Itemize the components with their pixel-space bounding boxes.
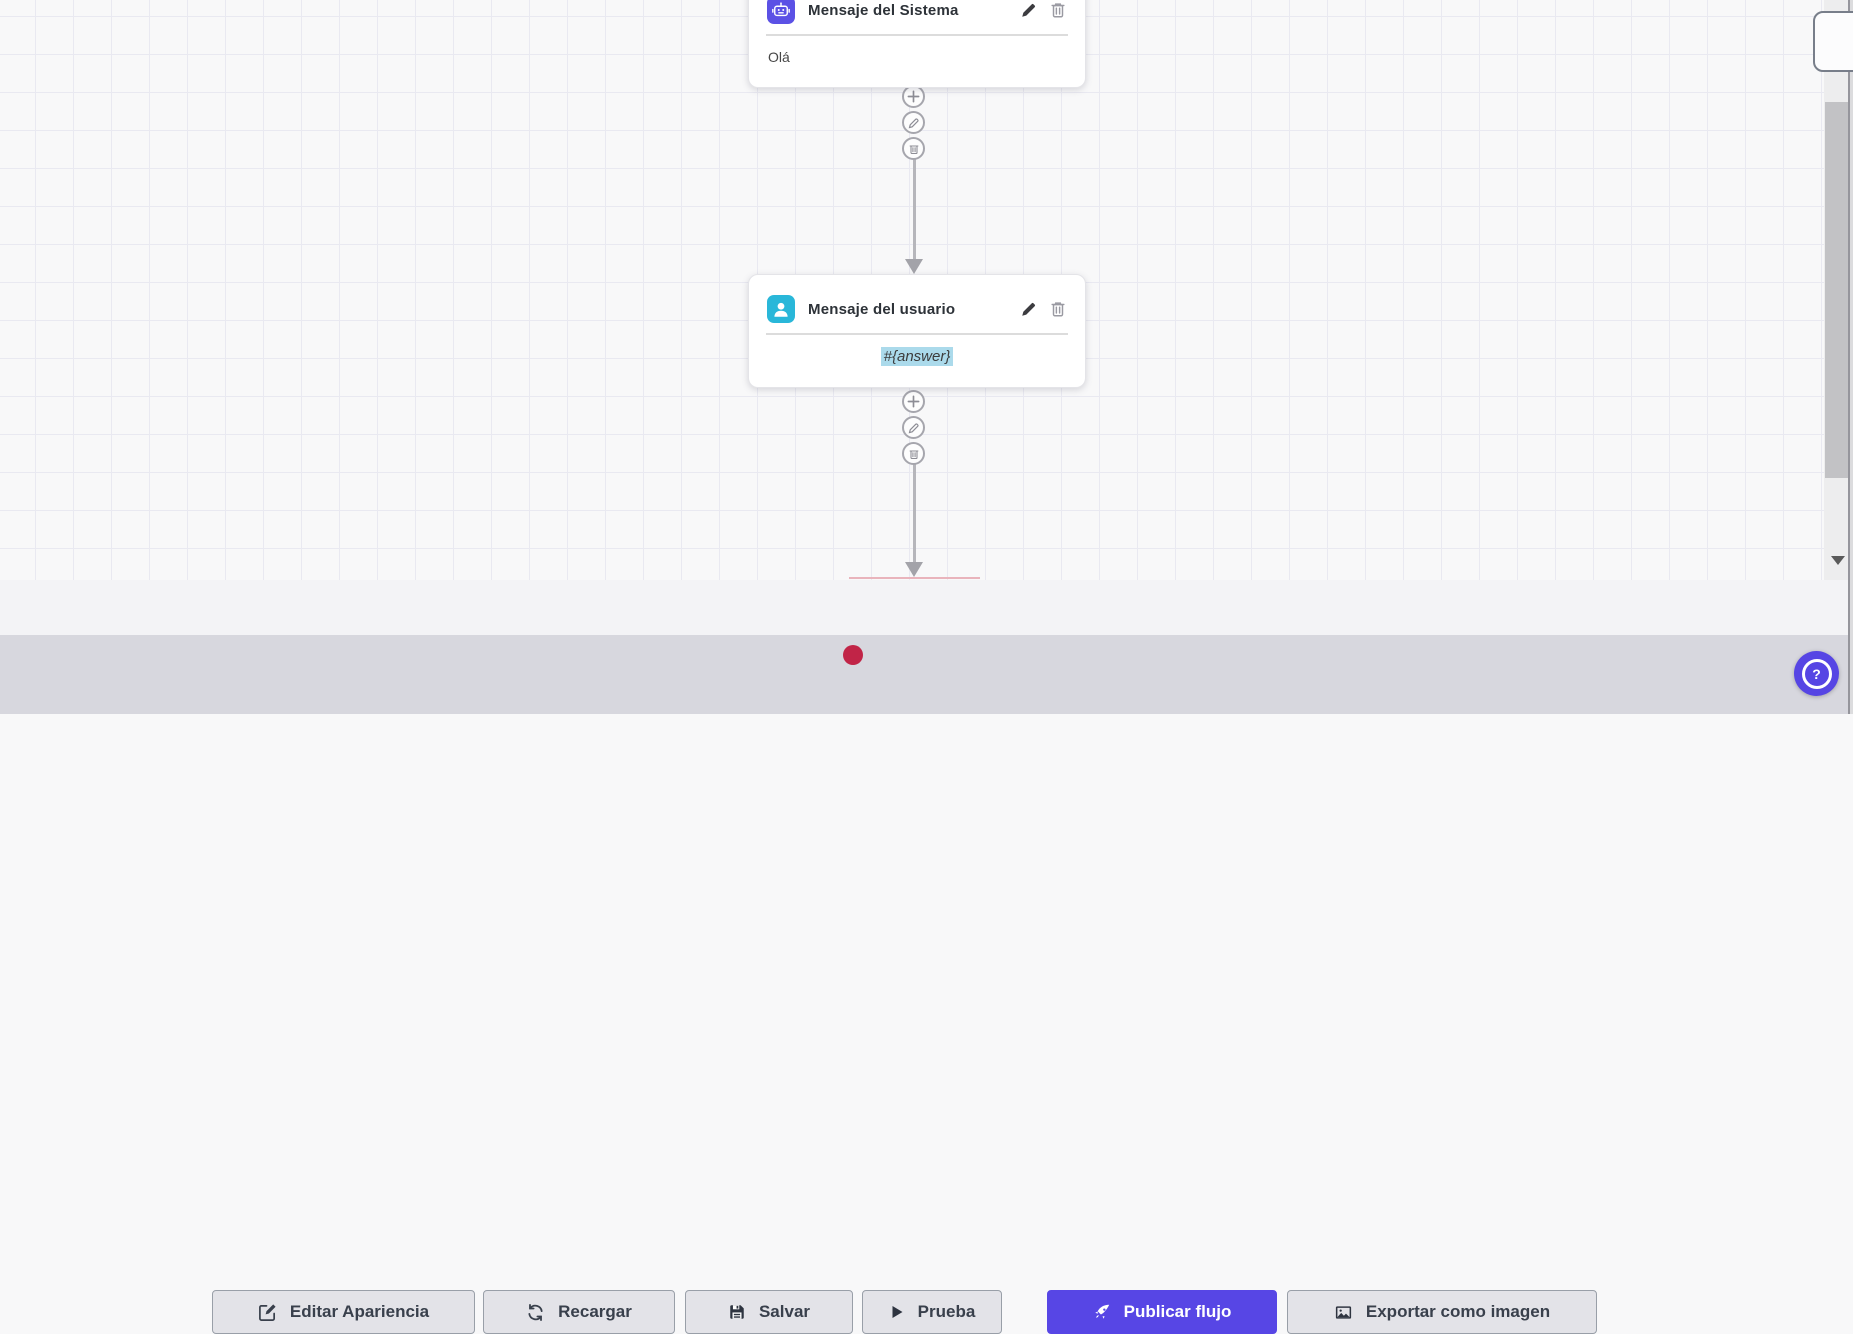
test-button[interactable]: Prueba bbox=[862, 1290, 1002, 1334]
node-title: Mensaje del usuario bbox=[808, 300, 956, 318]
button-label: Publicar flujo bbox=[1123, 1302, 1232, 1321]
connector-line bbox=[913, 455, 916, 563]
window-border bbox=[1848, 0, 1850, 714]
next-node-edge bbox=[849, 577, 980, 579]
connector-line bbox=[913, 150, 916, 262]
node-body: #{answer} bbox=[749, 335, 1085, 387]
node-system-message[interactable]: Mensaje del Sistema Olá bbox=[748, 0, 1086, 88]
scrollbar-down-arrow-icon[interactable] bbox=[1831, 556, 1845, 565]
window-border-outer bbox=[1850, 0, 1853, 714]
delete-node-icon[interactable] bbox=[1049, 1, 1067, 19]
delete-node-icon[interactable] bbox=[1049, 300, 1067, 318]
scrollbar-thumb[interactable] bbox=[1825, 102, 1850, 478]
edit-appearance-button[interactable]: Editar Apariencia bbox=[212, 1290, 475, 1334]
edit-connection-button[interactable] bbox=[902, 416, 925, 439]
edit-connection-button[interactable] bbox=[902, 111, 925, 134]
save-icon bbox=[730, 1305, 744, 1319]
canvas-controls-panel[interactable] bbox=[1813, 11, 1853, 72]
reload-button[interactable]: Recargar bbox=[483, 1290, 675, 1334]
save-button[interactable]: Salvar bbox=[685, 1290, 853, 1334]
export-image-button[interactable]: Exportar como imagen bbox=[1287, 1290, 1597, 1334]
add-node-button[interactable] bbox=[902, 390, 925, 413]
button-label: Recargar bbox=[558, 1302, 632, 1321]
robot-icon bbox=[767, 0, 795, 24]
button-label: Exportar como imagen bbox=[1365, 1302, 1551, 1321]
add-node-button[interactable] bbox=[902, 85, 925, 108]
publish-flow-button[interactable]: Publicar flujo bbox=[1047, 1290, 1277, 1334]
node-body-text: Olá bbox=[768, 49, 790, 65]
node-header: Mensaje del Sistema bbox=[749, 0, 1085, 34]
canvas-footer-strip bbox=[0, 580, 1853, 635]
delete-connection-button[interactable] bbox=[902, 442, 925, 465]
edit-node-icon[interactable] bbox=[1020, 300, 1038, 318]
node-user-message[interactable]: Mensaje del usuario #{answer} bbox=[748, 274, 1086, 388]
connector-arrowhead-icon bbox=[905, 562, 923, 577]
variable-token[interactable]: #{answer} bbox=[880, 347, 954, 366]
node-divider bbox=[766, 34, 1068, 36]
refresh-icon bbox=[528, 1303, 543, 1321]
node-divider bbox=[766, 333, 1068, 335]
button-label: Salvar bbox=[758, 1302, 811, 1321]
user-icon bbox=[767, 295, 795, 323]
node-title: Mensaje del Sistema bbox=[808, 1, 959, 19]
flow-canvas[interactable]: Mensaje del Sistema Olá bbox=[0, 0, 1853, 580]
question-mark-icon: ? bbox=[1801, 658, 1832, 689]
connector-arrowhead-icon bbox=[905, 259, 923, 274]
edit-icon bbox=[258, 1303, 276, 1321]
delete-connection-button[interactable] bbox=[902, 137, 925, 160]
image-icon bbox=[1335, 1305, 1351, 1319]
help-button[interactable]: ? bbox=[1794, 651, 1839, 696]
edit-node-icon[interactable] bbox=[1020, 1, 1038, 19]
unsaved-changes-badge bbox=[843, 645, 863, 665]
bottom-toolbar: Editar Apariencia Recargar Salvar bbox=[0, 635, 1853, 1334]
button-label: Prueba bbox=[917, 1302, 976, 1321]
node-header: Mensaje del usuario bbox=[749, 275, 1085, 333]
play-icon bbox=[892, 1306, 903, 1318]
button-label: Editar Apariencia bbox=[289, 1302, 430, 1321]
rocket-icon bbox=[1094, 1304, 1109, 1319]
